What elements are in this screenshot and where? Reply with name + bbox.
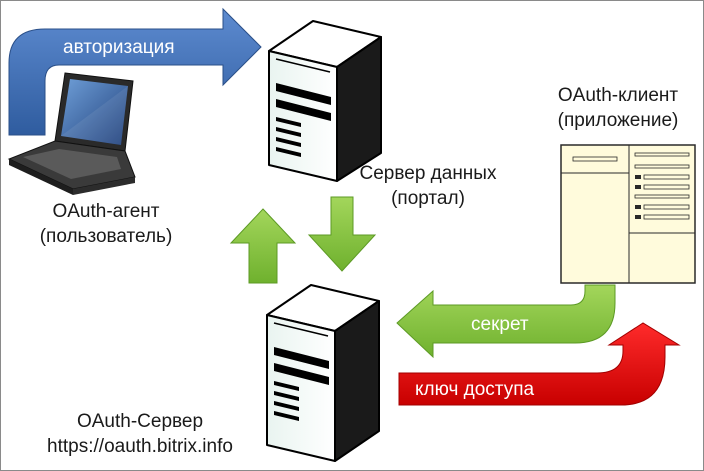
client-label-line2: (приложение) xyxy=(557,110,679,131)
client-label: OAuth-клиент (приложение) xyxy=(539,83,697,133)
oauth-server-icon xyxy=(266,284,380,462)
authorization-label: авторизация xyxy=(63,37,175,58)
agent-label-line1: OAuth-агент xyxy=(52,201,160,222)
data-server-icon xyxy=(268,20,382,182)
client-label-line1: OAuth-клиент xyxy=(557,85,679,106)
data-server-label-line1: Сервер данных xyxy=(359,163,497,184)
authorization-arrow xyxy=(8,7,262,136)
laptop-icon xyxy=(7,72,136,195)
oauth-server-label-line1: OAuth-Сервер xyxy=(76,411,204,432)
access-key-arrow xyxy=(398,322,681,406)
down-arrow xyxy=(307,196,377,272)
agent-label-line2: (пользователь) xyxy=(39,226,173,247)
access-key-label: ключ доступа xyxy=(415,379,535,400)
up-arrow xyxy=(229,208,297,284)
secret-label: секрет xyxy=(471,314,529,335)
oauth-server-label-line2: https://oauth.bitrix.info xyxy=(47,436,233,457)
secret-arrow xyxy=(396,284,616,359)
data-server-label: Сервер данных (портал) xyxy=(339,161,517,211)
client-app-window xyxy=(560,144,696,284)
data-server-label-line2: (портал) xyxy=(391,188,465,209)
agent-label: OAuth-агент (пользователь) xyxy=(11,199,201,249)
oauth-server-label: OAuth-Сервер https://oauth.bitrix.info xyxy=(15,409,265,459)
